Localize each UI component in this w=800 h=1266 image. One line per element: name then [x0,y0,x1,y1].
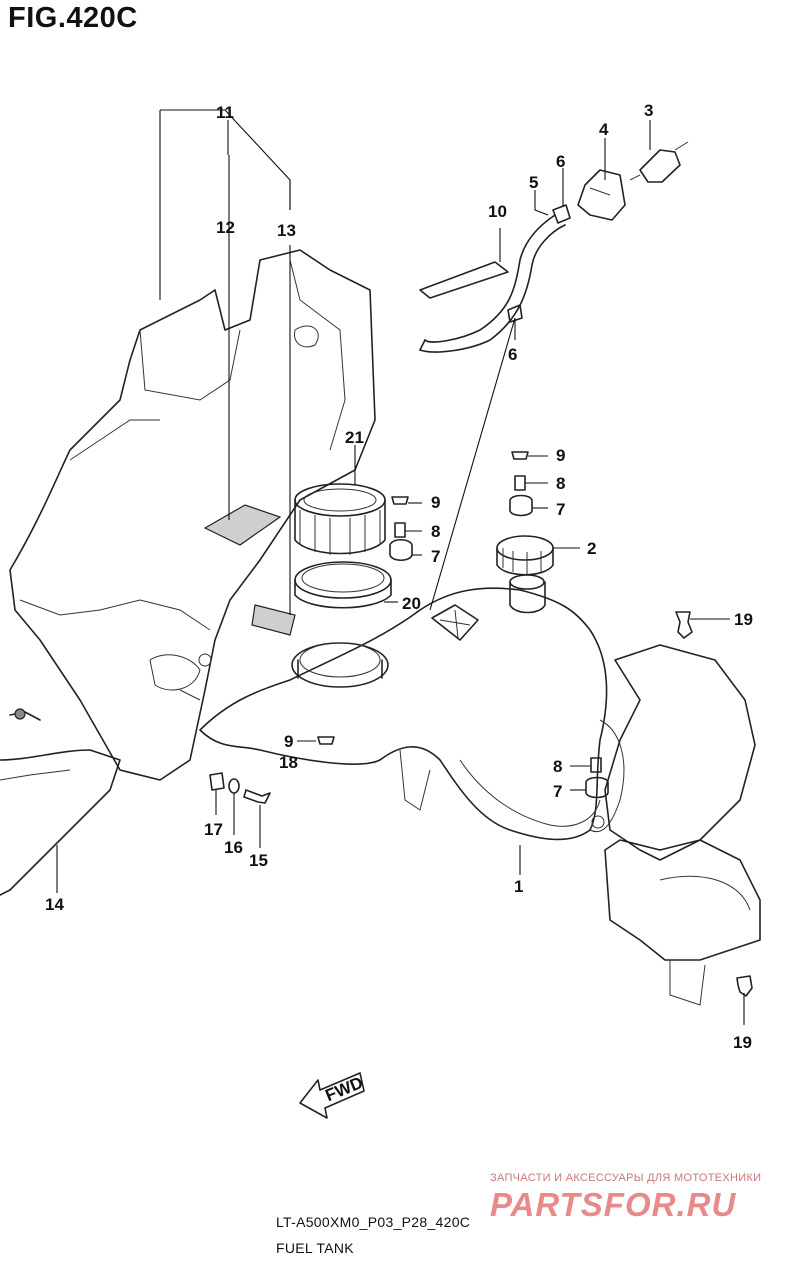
part-pump-ring [294,483,386,555]
callout-19-upper: 19 [734,610,753,629]
leader-lines [56,109,745,1025]
callout-8-right: 8 [556,474,565,493]
callout-19-lower: 19 [733,1033,752,1052]
callout-1: 1 [514,877,523,896]
callout-8-center: 8 [431,522,440,541]
callout-21: 21 [345,428,364,447]
callouts: 11 12 13 10 5 6 4 3 6 21 9 8 7 20 9 8 7 … [45,101,753,1052]
callout-15: 15 [249,851,268,870]
callout-14: 14 [45,895,64,914]
part-side-panel-14 [0,708,121,896]
part-fuel-cap [496,535,554,614]
hardware-bolt-lower [209,736,335,804]
callout-7-center: 7 [431,547,440,566]
callout-9-right: 9 [556,446,565,465]
callout-10: 10 [488,202,507,221]
callout-17: 17 [204,820,223,839]
figure-title: FIG.420C [8,2,138,34]
callout-2: 2 [587,539,596,558]
watermark-tagline: ЗАПЧАСТИ И АКСЕССУАРЫ ДЛЯ МОТОТЕХНИКИ [490,1172,762,1184]
callout-12: 12 [216,218,235,237]
hardware-stack-lower [585,757,609,799]
callout-6-top: 6 [556,152,565,171]
callout-8-lower: 8 [553,757,562,776]
part-pump-clip [431,604,479,641]
callout-6-lower: 6 [508,345,517,364]
callout-5: 5 [529,173,538,192]
fwd-arrow-icon: FWD [299,1072,366,1119]
part-right-cover [604,644,761,1006]
callout-9-center: 9 [431,493,440,512]
part-gasket [294,561,392,609]
callout-4: 4 [599,120,609,139]
callout-16: 16 [224,838,243,857]
hardware-stack-right [509,451,533,517]
callout-11: 11 [216,103,234,122]
part-vent-valve [577,141,689,221]
callout-13: 13 [277,221,296,240]
figure-caption: FUEL TANK [276,1240,354,1256]
callout-20: 20 [402,594,421,613]
callout-7-right: 7 [556,500,565,519]
figure-code: LT-A500XM0_P03_P28_420C [276,1214,471,1230]
watermark-logo: PARTSFOR.RU [490,1186,737,1223]
callout-3: 3 [644,101,653,120]
part-shroud-left [9,249,376,781]
callout-18: 18 [279,753,298,772]
part-vent-hose [419,204,571,353]
part-fuel-tank [199,587,625,841]
part-clip-19 [675,611,753,997]
callout-9-lower: 9 [284,732,293,751]
hardware-stack-center [389,496,413,562]
callout-7-lower: 7 [553,782,562,801]
